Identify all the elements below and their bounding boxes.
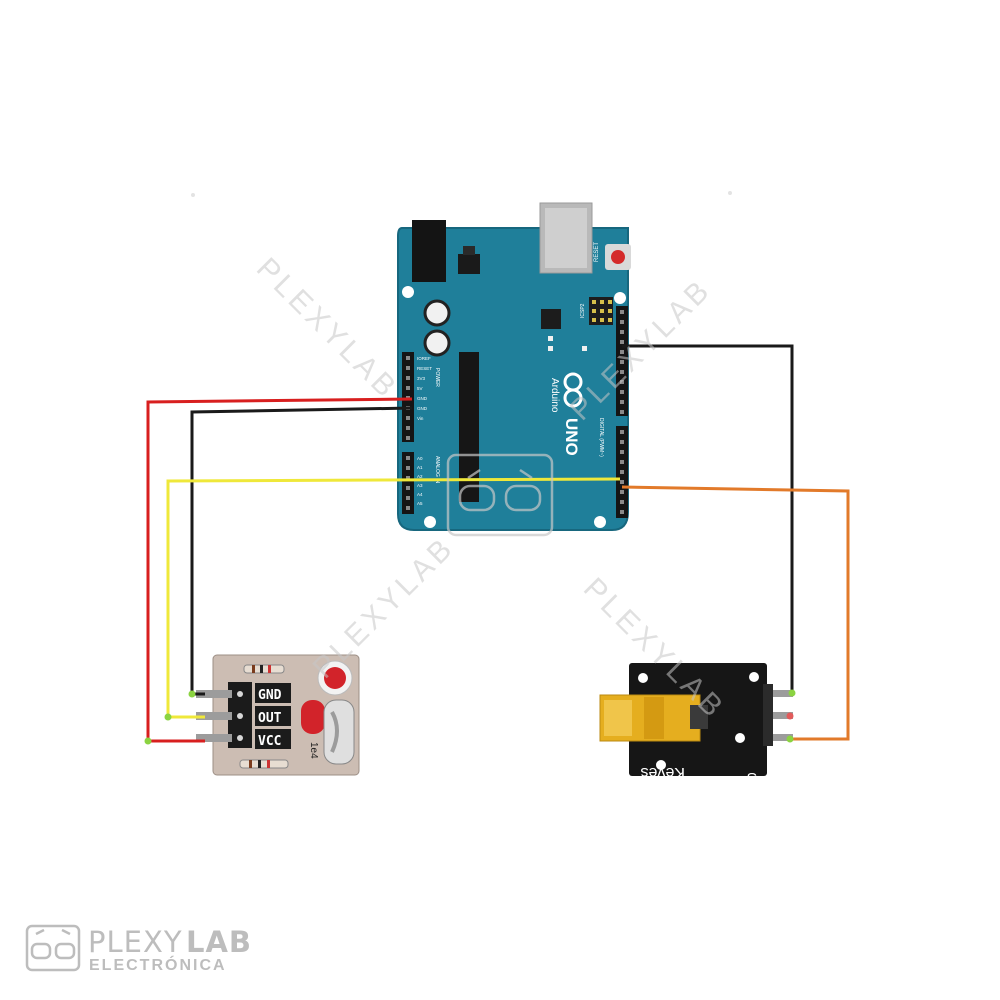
header-pin[interactable]: [406, 416, 410, 420]
resistor: [243, 664, 285, 674]
capacitor: [423, 329, 451, 357]
header-pin[interactable]: [406, 376, 410, 380]
header-pin-label: IOREF: [417, 356, 431, 361]
power-label: POWER: [434, 368, 440, 387]
analog-label: ANALOG IN: [434, 456, 440, 484]
atmega-chip: [459, 352, 479, 502]
header-pin-label: A0: [417, 456, 423, 461]
red-wire-vcc[interactable]: [146, 397, 413, 743]
capacitor: [423, 299, 451, 327]
header-pin[interactable]: [620, 440, 624, 444]
laser-brand: Keyes: [641, 764, 685, 781]
header-pin[interactable]: [620, 510, 624, 514]
plexylab-logo: PLEXY LAB ELECTRÓNICA: [25, 924, 252, 974]
black-wire-laser-gnd[interactable]: [622, 344, 794, 693]
robot-head-icon: [25, 924, 81, 972]
dc-power-jack: [412, 220, 446, 282]
header-pin[interactable]: [406, 366, 410, 370]
status-led: [548, 346, 553, 351]
orange-wire-laser-signal[interactable]: [621, 485, 850, 741]
usb-chip: [541, 309, 561, 329]
logo-tagline: ELECTRÓNICA: [89, 955, 227, 974]
header-pin[interactable]: [620, 430, 624, 434]
header-pin[interactable]: [406, 456, 410, 460]
component-marking: 1e4: [308, 742, 319, 759]
header-pin[interactable]: [406, 486, 410, 490]
header-pin[interactable]: [620, 460, 624, 464]
header-pin[interactable]: [620, 450, 624, 454]
yellow-wire-signal[interactable]: [166, 477, 621, 719]
arduino-logo-icon: [563, 372, 583, 408]
laser-module[interactable]: Keyes S: [599, 663, 793, 786]
header-pin[interactable]: [620, 490, 624, 494]
header-pin[interactable]: [620, 360, 624, 364]
header-pin[interactable]: [406, 436, 410, 440]
header-pin[interactable]: [620, 480, 624, 484]
receiver-pin-out-label: OUT: [258, 711, 282, 726]
header-pin-label: GND: [417, 406, 428, 411]
header-pin[interactable]: [620, 400, 624, 404]
watermark-robot-icon: [446, 453, 554, 537]
header-pin[interactable]: [620, 470, 624, 474]
arduino-brand: Arduino: [549, 378, 560, 413]
header-pin[interactable]: [620, 380, 624, 384]
wires: [146, 344, 850, 743]
mounting-hole: [614, 292, 626, 304]
header-pin[interactable]: [620, 330, 624, 334]
digital-label: DIGITAL (PWM~): [598, 418, 604, 457]
mounting-hole: [594, 516, 606, 528]
header-pin-label: A5: [417, 501, 423, 506]
black-wire-gnd[interactable]: [190, 406, 413, 696]
header-pin-label: A1: [417, 465, 423, 470]
header-pin[interactable]: [620, 500, 624, 504]
header-pin[interactable]: [406, 466, 410, 470]
header-pin[interactable]: [406, 476, 410, 480]
status-led: [582, 346, 587, 351]
receiver-sensor: [323, 699, 355, 765]
header-pin-label: 5V: [417, 386, 423, 391]
mounting-hole: [402, 286, 414, 298]
header-pin[interactable]: [406, 506, 410, 510]
receiver-pin-vcc-label: VCC: [258, 734, 281, 749]
header-pin-label: 3V3: [417, 376, 426, 381]
wire-ends: [144, 689, 796, 745]
reset-label: RESET: [594, 242, 600, 262]
voltage-regulator: [458, 254, 480, 274]
header-pin[interactable]: [620, 410, 624, 414]
header-pin[interactable]: [620, 310, 624, 314]
header-pin[interactable]: [620, 340, 624, 344]
status-led: [548, 336, 553, 341]
header-pin-label: A3: [417, 483, 423, 488]
header-pin-label: A2: [417, 474, 423, 479]
icsp-label: ICSP2: [580, 303, 586, 318]
header-pin-label: RESET: [417, 366, 432, 371]
header-pin-label: A4: [417, 492, 423, 497]
mounting-hole: [424, 516, 436, 528]
receiver-pin-gnd-label: GND: [258, 688, 282, 703]
reset-button-cap[interactable]: [611, 250, 625, 264]
logo-name-part1: PLEXY: [88, 925, 183, 959]
watermark-text: PLEXYLAB: [250, 252, 404, 406]
capacitor: [301, 700, 325, 734]
header-pin[interactable]: [406, 386, 410, 390]
header-pin-label: GND: [417, 396, 428, 401]
header-pin[interactable]: [406, 426, 410, 430]
receiver-module[interactable]: GND OUT VCC 1e4: [196, 654, 360, 776]
header-pin[interactable]: [620, 390, 624, 394]
header-pin[interactable]: [620, 350, 624, 354]
header-pin[interactable]: [406, 496, 410, 500]
header-pin[interactable]: [406, 356, 410, 360]
arduino-model: UNO: [562, 418, 581, 456]
analog-header: [402, 452, 414, 514]
header-pin[interactable]: [620, 370, 624, 374]
watermark-text: PLEXYLAB: [307, 530, 461, 684]
header-pin[interactable]: [620, 320, 624, 324]
faint-dots: [191, 191, 732, 197]
header-pin-label: Vin: [417, 416, 424, 421]
resistor: [239, 759, 289, 769]
logo-name-part2: LAB: [186, 925, 252, 959]
laser-signal-label: S: [747, 769, 757, 786]
